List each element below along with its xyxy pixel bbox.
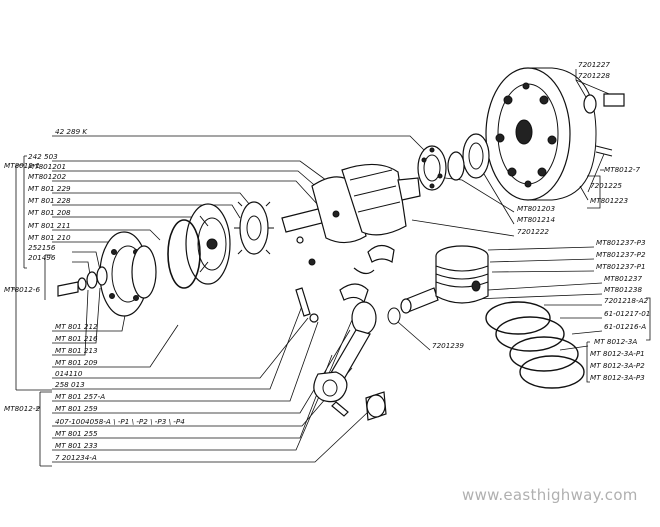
watermark-text: www.easthighway.com [462, 486, 638, 504]
group-mt8012-2: МТ8012-2 [4, 404, 40, 413]
group-mt8012-6: МТ8012-6 [4, 285, 40, 294]
front-oring [167, 219, 201, 289]
label-7201218-a2: 7201218-А2 [604, 296, 649, 305]
label-mt801210: МТ 801 210 [28, 233, 71, 242]
front-pulley [185, 203, 231, 285]
label-mt801216: МТ 801 216 [55, 334, 98, 343]
label-7201228: 7201228 [578, 71, 610, 80]
flywheel-bolt [583, 93, 625, 157]
label-mt801237-p2: МТ801237-Р2 [596, 250, 646, 259]
piston-rings [485, 301, 585, 389]
label-mt801259: МТ 801 259 [55, 404, 98, 413]
label-7201225: 7201225 [590, 181, 622, 190]
label-mt8012-3a: МТ 8012-3А [594, 337, 637, 346]
label-mt801229: МТ 801 229 [28, 184, 71, 193]
label-mt801238: МТ801238 [604, 285, 642, 294]
label-42289k: 42 289 K [55, 127, 88, 136]
piston-pin [387, 287, 439, 325]
label-mt801201: МТ801201 [28, 162, 66, 171]
label-mt8012-3a-p2: МТ 8012-3А-Р2 [590, 361, 645, 370]
label-mt8012-3a-p3: МТ 8012-3А-Р3 [590, 373, 645, 382]
label-407-1004058a: 407-1004058-А \ -Р1 \ -Р2 \ -Р3 \ -Р4 [55, 417, 185, 426]
label-mt801237: МТ801237 [604, 274, 642, 283]
label-mt801237-p1: МТ801237-Р1 [596, 262, 646, 271]
group-mt8012-1: МТ8012-1 [4, 161, 40, 170]
label-258013: 258 013 [55, 380, 85, 389]
label-mt8012-7: МТ8012-7 [604, 165, 640, 174]
label-242503: 242 503 [28, 152, 58, 161]
front-cover [99, 231, 157, 317]
connecting-rod [313, 301, 377, 417]
label-mt801211: МТ 801 211 [28, 221, 71, 230]
label-252156: 252156 [28, 243, 56, 252]
label-mt801213: МТ 801 213 [55, 346, 98, 355]
timing-gear [234, 201, 274, 255]
label-mt801228: МТ 801 228 [28, 196, 71, 205]
dowel-pins [295, 236, 319, 323]
label-mt8012-3a-p1: МТ 8012-3А-Р1 [590, 349, 645, 358]
label-mt801214: МТ801214 [517, 215, 555, 224]
label-7201234a: 7 201234-А [55, 453, 97, 462]
crankshaft-part [281, 163, 421, 244]
label-mt801255: МТ 801 255 [55, 429, 98, 438]
group-labels: МТ8012-1 МТ8012-6 МТ8012-2 [4, 161, 40, 413]
left-labels: 42 289 K 242 503 МТ801201 МТ801202 МТ 80… [28, 127, 185, 462]
label-mt801203: МТ801203 [517, 204, 555, 213]
label-mt801257a: МТ 801 257-А [55, 392, 105, 401]
label-mt801223: МТ801223 [590, 196, 628, 205]
label-mt801208: МТ 801 208 [28, 208, 71, 217]
flywheel-part [485, 67, 597, 201]
label-mt801237-p3: МТ801237-Р3 [596, 238, 646, 247]
label-mt801212: МТ 801 212 [55, 322, 98, 331]
label-014110: 014110 [55, 369, 83, 378]
right-labels: 7201227 7201228 МТ8012-7 7201225 МТ80122… [432, 60, 650, 382]
label-201496: 201496 [28, 253, 56, 262]
label-7201227: 7201227 [578, 60, 610, 69]
label-mt801202: МТ801202 [28, 172, 66, 181]
label-7201222: 7201222 [517, 227, 549, 236]
label-mt801233: МТ 801 233 [55, 441, 98, 450]
rear-bearing [417, 145, 447, 191]
main-bearing-shells [339, 244, 395, 304]
group-brackets [12, 155, 52, 467]
piston-part [435, 245, 489, 304]
label-7201239: 7201239 [432, 341, 464, 350]
rear-seals [447, 133, 490, 181]
front-fasteners [57, 266, 108, 297]
right-brackets [586, 169, 651, 383]
label-61-01217-01: 61-01217-01 [604, 309, 650, 318]
label-61-01216-a: 61-01216-А [604, 322, 646, 331]
left-leaders [52, 135, 433, 463]
rod-bushing [365, 391, 387, 421]
right-leaders [397, 69, 615, 351]
label-mt801209: МТ 801 209 [55, 358, 98, 367]
